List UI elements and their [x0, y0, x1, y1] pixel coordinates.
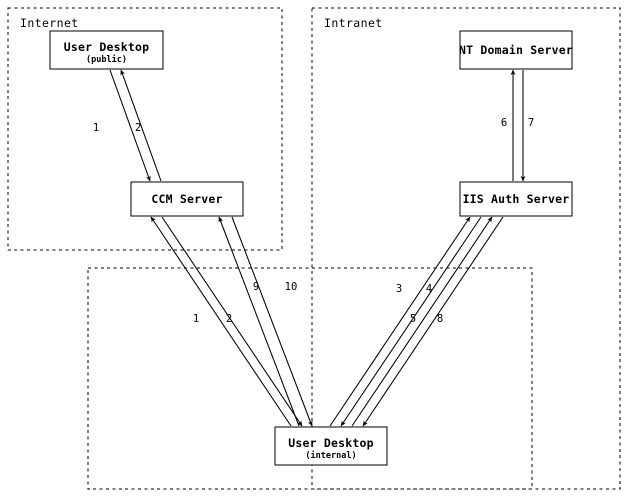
node-box-iis-auth-server[interactable] — [459, 181, 573, 217]
flow-arrow-2-ccm-server-to-user-desktop-internal — [161, 216, 303, 427]
flow-arrow-3-user-desktop-internal-to-iis-auth-server — [329, 216, 471, 427]
node-title-ccm-server: CCM Server — [151, 192, 222, 206]
flow-label-2-ccm-server-to-user-desktop-public: 2 — [135, 122, 141, 134]
flow-arrow-8-iis-auth-server-to-user-desktop-internal — [362, 216, 504, 427]
node-box-user-desktop-internal[interactable] — [274, 426, 388, 466]
node-nt-domain-server[interactable]: NT Domain Server — [459, 30, 573, 70]
zone-label-intranet: Intranet — [324, 16, 383, 30]
flow-label-4-iis-auth-server-to-user-desktop-internal: 4 — [426, 283, 432, 295]
node-subtitle-user-desktop-internal: (internal) — [305, 450, 356, 461]
flow-label-8-iis-auth-server-to-user-desktop-internal: 8 — [437, 313, 443, 325]
flow-label-5-user-desktop-internal-to-iis-auth-server: 5 — [410, 313, 416, 325]
node-title-user-desktop-internal: User Desktop — [288, 436, 373, 450]
node-title-nt-domain-server: NT Domain Server — [459, 43, 573, 57]
flow-arrow-2-ccm-server-to-user-desktop-public — [120, 69, 162, 182]
flow-label-9-user-desktop-internal-to-ccm-server: 9 — [253, 281, 259, 293]
flow-arrow-1-user-desktop-public-to-ccm-server — [109, 69, 151, 182]
node-box-nt-domain-server[interactable] — [459, 30, 573, 70]
flow-label-2-ccm-server-to-user-desktop-internal: 2 — [226, 313, 232, 325]
flow-label-6-iis-auth-server-to-nt-domain-server: 6 — [501, 117, 507, 129]
node-user-desktop-internal[interactable]: User Desktop(internal) — [274, 426, 388, 466]
flow-labels-layer: 1 2 1 2 3 4 5 8 6 7 9 10 — [93, 117, 534, 325]
flow-arrow-9-user-desktop-internal-to-ccm-server — [218, 216, 300, 427]
flow-arrow-4-iis-auth-server-to-user-desktop-internal — [340, 216, 482, 427]
node-subtitle-user-desktop-public: (public) — [86, 54, 127, 65]
flow-arrow-1-user-desktop-internal-to-ccm-server — [150, 216, 292, 427]
node-ccm-server[interactable]: CCM Server — [130, 181, 244, 217]
node-title-iis-auth-server: IIS Auth Server — [463, 192, 570, 206]
node-user-desktop-public[interactable]: User Desktop(public) — [49, 30, 164, 70]
zone-boundary-internet — [7, 7, 283, 251]
node-iis-auth-server[interactable]: IIS Auth Server — [459, 181, 573, 217]
flow-arrow-5-user-desktop-internal-to-iis-auth-server — [351, 216, 493, 427]
zones-layer: Internet Intranet — [7, 7, 621, 490]
node-box-user-desktop-public[interactable] — [49, 30, 164, 70]
zone-internet: Internet — [7, 7, 283, 251]
flow-label-10-ccm-server-to-user-desktop-internal: 10 — [285, 281, 298, 293]
flow-label-1-user-desktop-internal-to-ccm-server: 1 — [193, 313, 199, 325]
node-box-ccm-server[interactable] — [130, 181, 244, 217]
flow-label-7-nt-domain-server-to-iis-auth-server: 7 — [528, 117, 534, 129]
flow-label-1-user-desktop-public-to-ccm-server: 1 — [93, 122, 99, 134]
flow-arrow-10-ccm-server-to-user-desktop-internal — [231, 216, 313, 427]
zone-label-internet: Internet — [20, 16, 79, 30]
flows-layer — [109, 69, 526, 427]
node-title-user-desktop-public: User Desktop — [64, 40, 149, 54]
flow-label-3-user-desktop-internal-to-iis-auth-server: 3 — [396, 283, 402, 295]
